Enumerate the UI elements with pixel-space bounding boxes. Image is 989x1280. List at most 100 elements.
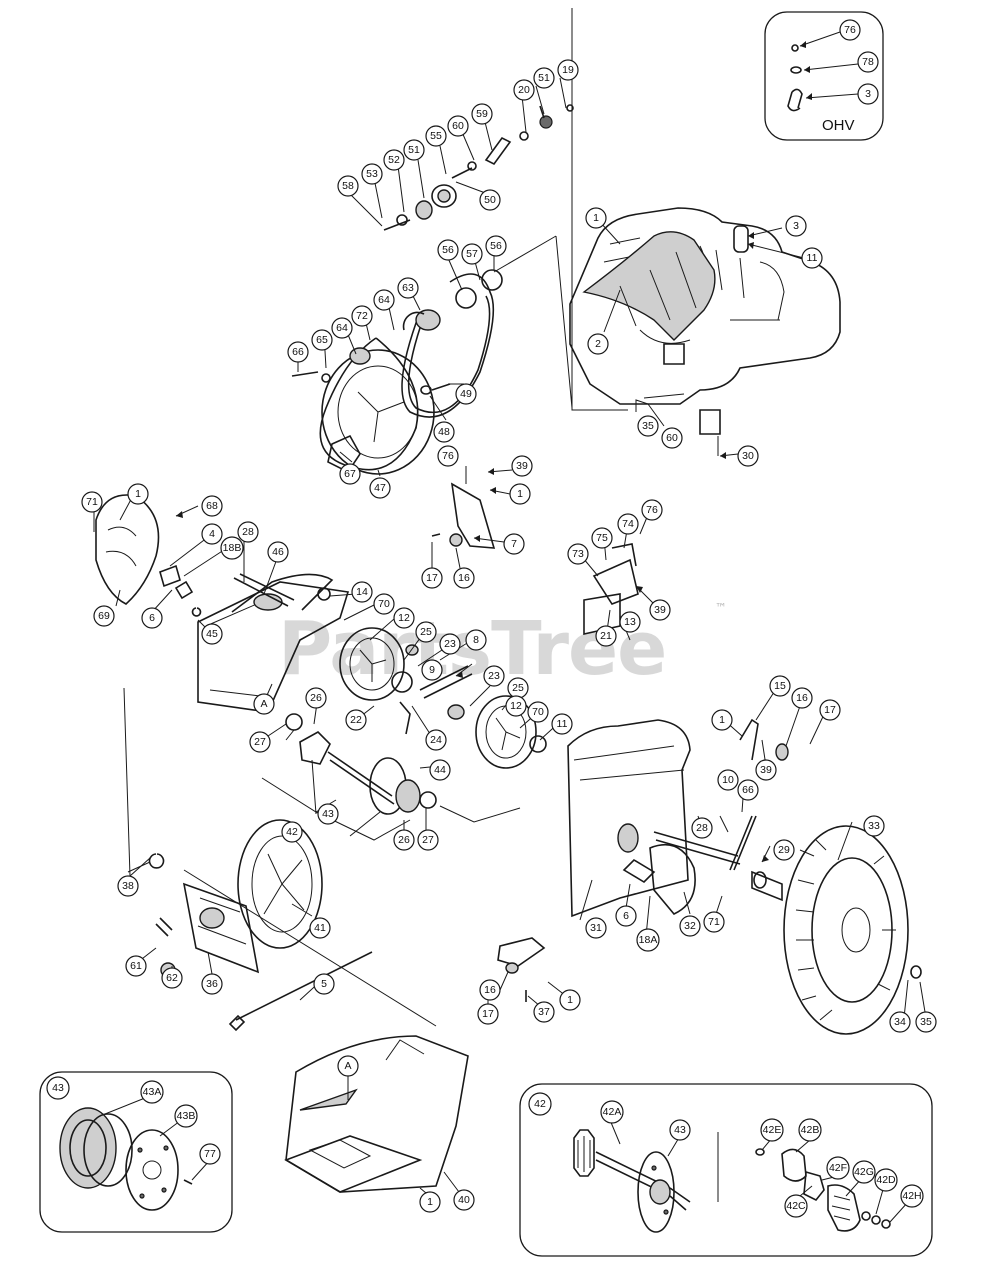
callout-12a[interactable]: 12 bbox=[393, 607, 415, 629]
callout-39b[interactable]: 39 bbox=[649, 599, 671, 621]
callout-68a[interactable]: 68 bbox=[201, 495, 223, 517]
callout-A2[interactable]: A bbox=[337, 1055, 359, 1077]
callout-18a[interactable]: 18A bbox=[636, 928, 660, 952]
callout-64a[interactable]: 64 bbox=[373, 289, 395, 311]
callout-78[interactable]: 78 bbox=[857, 51, 879, 73]
callout-25a[interactable]: 25 bbox=[415, 621, 437, 643]
callout-40[interactable]: 40 bbox=[453, 1189, 475, 1211]
callout-59[interactable]: 59 bbox=[471, 103, 493, 125]
callout-70b[interactable]: 70 bbox=[527, 701, 549, 723]
callout-15[interactable]: 15 bbox=[769, 675, 791, 697]
callout-47[interactable]: 47 bbox=[369, 477, 391, 499]
callout-7[interactable]: 7 bbox=[503, 533, 525, 555]
callout-77[interactable]: 77 bbox=[199, 1143, 221, 1165]
callout-27a[interactable]: 27 bbox=[249, 731, 271, 753]
callout-1b[interactable]: 1 bbox=[509, 483, 531, 505]
callout-56b[interactable]: 56 bbox=[485, 235, 507, 257]
callout-66b[interactable]: 66 bbox=[737, 779, 759, 801]
callout-42B[interactable]: 42B bbox=[798, 1118, 822, 1142]
callout-69[interactable]: 69 bbox=[93, 605, 115, 627]
callout-11b[interactable]: 11 bbox=[551, 713, 573, 735]
callout-16b[interactable]: 16 bbox=[791, 687, 813, 709]
callout-42H[interactable]: 42H bbox=[900, 1184, 924, 1208]
callout-67[interactable]: 67 bbox=[339, 463, 361, 485]
callout-48[interactable]: 48 bbox=[433, 421, 455, 443]
callout-17b[interactable]: 17 bbox=[819, 699, 841, 721]
callout-34[interactable]: 34 bbox=[889, 1011, 911, 1033]
callout-43A[interactable]: 43A bbox=[140, 1080, 164, 1104]
callout-3[interactable]: 3 bbox=[857, 83, 879, 105]
callout-76b[interactable]: 76 bbox=[641, 499, 663, 521]
callout-16c[interactable]: 16 bbox=[479, 979, 501, 1001]
callout-11[interactable]: 11 bbox=[801, 247, 823, 269]
callout-10[interactable]: 10 bbox=[717, 769, 739, 791]
callout-60[interactable]: 60 bbox=[447, 115, 469, 137]
callout-39c[interactable]: 39 bbox=[755, 759, 777, 781]
callout-43[interactable]: 43 bbox=[317, 803, 339, 825]
callout-23b[interactable]: 23 bbox=[483, 665, 505, 687]
callout-26b[interactable]: 26 bbox=[393, 829, 415, 851]
callout-42D[interactable]: 42D bbox=[874, 1168, 898, 1192]
callout-2[interactable]: 2 bbox=[587, 333, 609, 355]
callout-4[interactable]: 4 bbox=[201, 523, 223, 545]
callout-38[interactable]: 38 bbox=[117, 875, 139, 897]
callout-28a[interactable]: 28 bbox=[237, 521, 259, 543]
callout-53[interactable]: 53 bbox=[361, 163, 383, 185]
callout-20[interactable]: 20 bbox=[513, 79, 535, 101]
callout-51[interactable]: 51 bbox=[533, 67, 555, 89]
callout-1c[interactable]: 1 bbox=[127, 483, 149, 505]
callout-31[interactable]: 31 bbox=[585, 917, 607, 939]
callout-42E[interactable]: 42E bbox=[760, 1118, 784, 1142]
callout-42G[interactable]: 42G bbox=[852, 1160, 876, 1184]
callout-49[interactable]: 49 bbox=[455, 383, 477, 405]
callout-50[interactable]: 50 bbox=[479, 189, 501, 211]
callout-75[interactable]: 75 bbox=[591, 527, 613, 549]
callout-8[interactable]: 8 bbox=[465, 629, 487, 651]
callout-61[interactable]: 61 bbox=[125, 955, 147, 977]
callout-42[interactable]: 42 bbox=[281, 821, 303, 843]
callout-32[interactable]: 32 bbox=[679, 915, 701, 937]
callout-12b[interactable]: 12 bbox=[505, 695, 527, 717]
callout-36[interactable]: 36 bbox=[201, 973, 223, 995]
callout-62[interactable]: 62 bbox=[161, 967, 183, 989]
callout-52[interactable]: 52 bbox=[383, 149, 405, 171]
callout-30[interactable]: 30 bbox=[737, 445, 759, 467]
callout-5[interactable]: 5 bbox=[313, 973, 335, 995]
callout-55[interactable]: 55 bbox=[425, 125, 447, 147]
callout-6b[interactable]: 6 bbox=[615, 905, 637, 927]
callout-64b[interactable]: 64 bbox=[331, 317, 353, 339]
callout-3b[interactable]: 3 bbox=[785, 215, 807, 237]
callout-29[interactable]: 29 bbox=[773, 839, 795, 861]
callout-26a[interactable]: 26 bbox=[305, 687, 327, 709]
callout-22[interactable]: 22 bbox=[345, 709, 367, 731]
callout-66[interactable]: 66 bbox=[287, 341, 309, 363]
callout-70a[interactable]: 70 bbox=[373, 593, 395, 615]
callout-60b[interactable]: 60 bbox=[661, 427, 683, 449]
callout-13[interactable]: 13 bbox=[619, 611, 641, 633]
callout-9[interactable]: 9 bbox=[421, 659, 443, 681]
callout-27b[interactable]: 27 bbox=[417, 829, 439, 851]
callout-74[interactable]: 74 bbox=[617, 513, 639, 535]
callout-inset42-ref[interactable]: 42 bbox=[528, 1092, 552, 1116]
callout-1a[interactable]: 1 bbox=[585, 207, 607, 229]
callout-42A[interactable]: 42A bbox=[600, 1100, 624, 1124]
callout-63[interactable]: 63 bbox=[397, 277, 419, 299]
callout-33[interactable]: 33 bbox=[863, 815, 885, 837]
callout-35[interactable]: 35 bbox=[637, 415, 659, 437]
callout-24[interactable]: 24 bbox=[425, 729, 447, 751]
callout-1d[interactable]: 1 bbox=[711, 709, 733, 731]
callout-19[interactable]: 19 bbox=[557, 59, 579, 81]
callout-21[interactable]: 21 bbox=[595, 625, 617, 647]
callout-14[interactable]: 14 bbox=[351, 581, 373, 603]
callout-1e[interactable]: 1 bbox=[559, 989, 581, 1011]
callout-58[interactable]: 58 bbox=[337, 175, 359, 197]
callout-76[interactable]: 76 bbox=[839, 19, 861, 41]
callout-43B[interactable]: 43B bbox=[174, 1104, 198, 1128]
callout-6a[interactable]: 6 bbox=[141, 607, 163, 629]
callout-25b[interactable]: 25 bbox=[507, 677, 529, 699]
callout-65[interactable]: 65 bbox=[311, 329, 333, 351]
callout-1f[interactable]: 1 bbox=[419, 1191, 441, 1213]
callout-17a[interactable]: 17 bbox=[421, 567, 443, 589]
callout-51b[interactable]: 51 bbox=[403, 139, 425, 161]
callout-28b[interactable]: 28 bbox=[691, 817, 713, 839]
